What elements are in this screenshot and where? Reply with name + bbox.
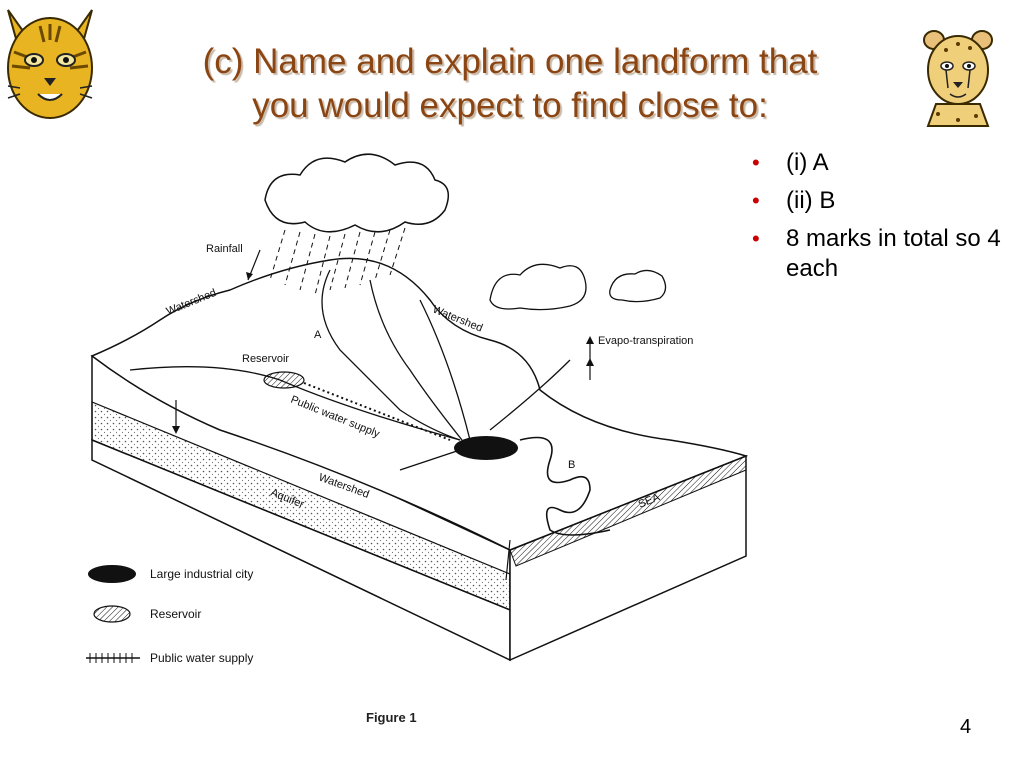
figure-caption: Figure 1: [366, 710, 417, 725]
bullet-item: • (i) A: [752, 148, 1012, 178]
evapo-cloud: [489, 263, 587, 311]
rainfall-label: Rainfall: [206, 243, 243, 255]
slide-title: (c) Name and explain one landform that y…: [140, 40, 880, 128]
reservoir-icon: [263, 371, 305, 389]
bullet-item: • (ii) B: [752, 186, 1012, 216]
legend-city-icon: [88, 565, 136, 583]
point-b-label: B: [568, 459, 575, 471]
rain-cloud: [264, 153, 450, 233]
bullet-text: (i) A: [786, 149, 829, 176]
watershed-diagram: Rainfall Watershed Watershed A Reservoir…: [86, 153, 749, 665]
legend-reservoir-icon: [93, 605, 131, 623]
industrial-city-icon: [454, 436, 518, 460]
point-a-label: A: [314, 329, 322, 341]
page-number: 4: [960, 716, 972, 738]
legend-reservoir-label: Reservoir: [150, 607, 201, 621]
bullet-text: (ii) B: [786, 187, 836, 214]
public-water-supply-pipeline: [303, 382, 451, 441]
legend-city-label: Large industrial city: [150, 567, 253, 581]
bobcat-mascot-icon: [7, 9, 93, 119]
rain-lines: [269, 227, 406, 296]
bullet-icon: •: [752, 226, 760, 251]
cheetah-mascot-icon: [923, 30, 993, 127]
bullet-icon: •: [752, 150, 760, 175]
bullet-text: 8 marks in total so 4 each: [786, 225, 1001, 282]
bullet-list: • (i) A • (ii) B • 8 marks in total so 4 ea…: [752, 148, 1012, 292]
sea: [509, 455, 747, 567]
legend: Large industrial city Reservoir Public w…: [86, 565, 253, 665]
evapo-transpiration-label: Evapo-transpiration: [598, 335, 693, 347]
aquifer-arrow: [505, 539, 511, 581]
bullet-item: • 8 marks in total so 4 each: [752, 224, 1012, 284]
title-line-2: you would expect to find close to:: [252, 86, 768, 125]
small-cloud: [609, 269, 667, 303]
legend-pipeline-label: Public water supply: [150, 651, 253, 665]
title-line-1: (c) Name and explain one landform that: [202, 42, 818, 81]
bullet-icon: •: [752, 188, 760, 213]
reservoir-label: Reservoir: [242, 353, 289, 365]
meandering-river: [519, 436, 611, 536]
